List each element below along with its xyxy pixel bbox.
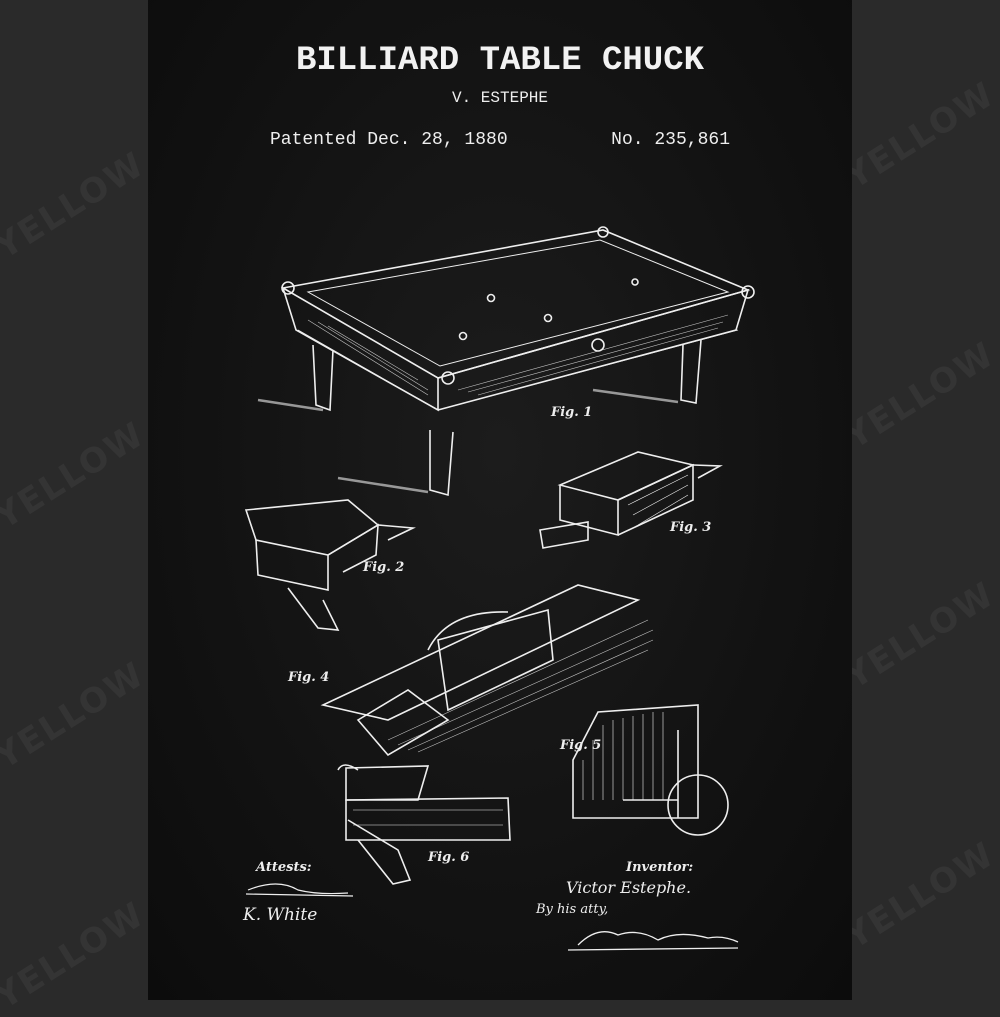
watermark-text: YELLOW OCTOPUS: [838, 0, 1000, 198]
attorney-line: By his atty,: [536, 902, 609, 917]
witness-signature: K. White: [243, 905, 318, 925]
fig-1-label: Fig. 1: [551, 405, 593, 420]
fig-3-illustration: [539, 451, 723, 549]
inventor-label: Inventor:: [626, 860, 694, 875]
patent-date: Patented Dec. 28, 1880: [270, 130, 508, 150]
fig-4-illustration: [320, 584, 654, 757]
fig-6-illustration: [337, 764, 511, 885]
fig-5-label: Fig. 5: [560, 738, 602, 753]
poster-title: BILLIARD TABLE CHUCK: [295, 42, 705, 80]
fig-2-label: Fig. 2: [363, 560, 405, 575]
billiard-table-illustration: [257, 226, 755, 497]
attests-label: Attests:: [256, 860, 312, 875]
fig-4-label: Fig. 4: [288, 670, 330, 685]
patent-drawing: [244, 226, 755, 951]
fig-3-label: Fig. 3: [670, 520, 712, 535]
inventor-name: V. ESTEPHE: [451, 89, 548, 107]
watermark-text: YELLOW OCTOPUS: [838, 462, 1000, 698]
witness-signature-flourish: [245, 883, 354, 897]
patent-poster: BILLIARD TABLE CHUCK V. ESTEPHE Patented…: [148, 0, 852, 1000]
watermark-text: YELLOW OCTOPUS: [838, 722, 1000, 958]
attorney-signature-flourish: [567, 931, 739, 951]
watermark-text: YELLOW OCTOPUS: [838, 222, 1000, 458]
fig-2-illustration: [244, 499, 416, 631]
fig-6-label: Fig. 6: [428, 850, 470, 865]
patent-number: No. 235,861: [611, 130, 730, 150]
fig-5-illustration: [572, 704, 729, 836]
inventor-signature: Victor Estephe.: [566, 878, 692, 897]
